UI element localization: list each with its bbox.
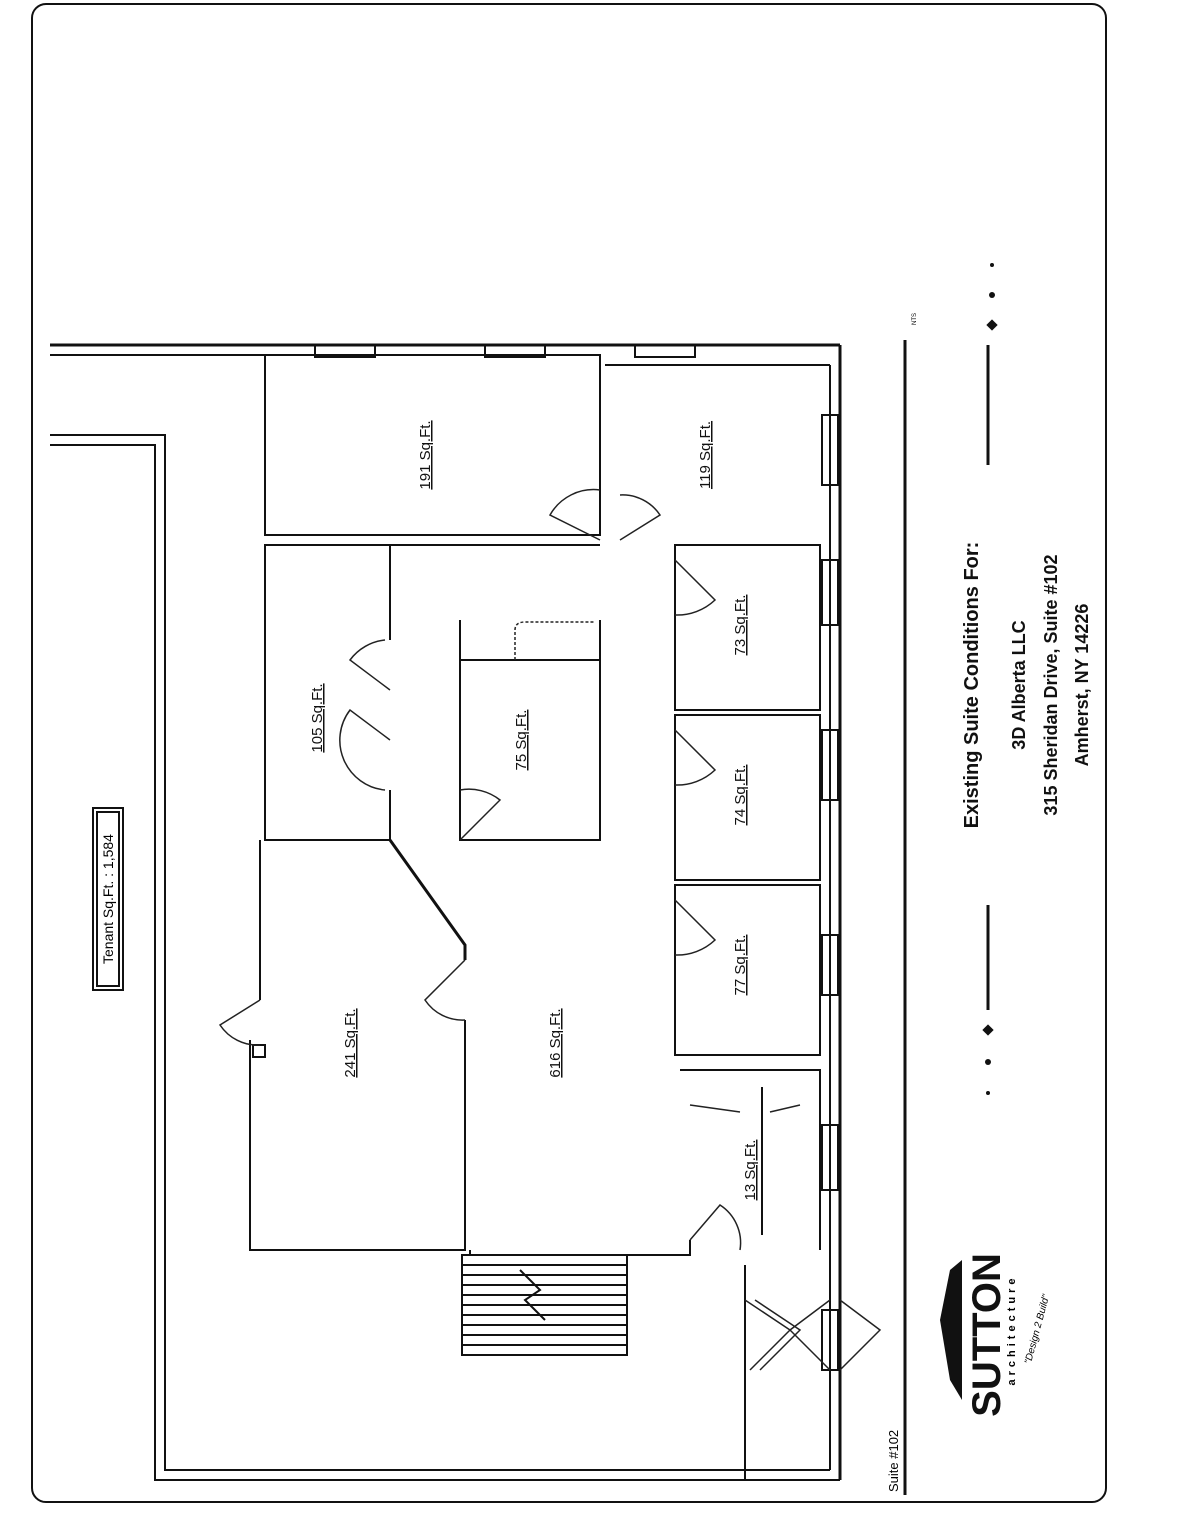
address-line: 315 Sheridan Drive, Suite #102: [1041, 554, 1061, 815]
room-label: 75 Sq.Ft.: [513, 710, 530, 771]
client-name: 3D Alberta LLC: [1009, 620, 1029, 749]
room-label: 74 Sq.Ft.: [732, 765, 749, 826]
logo-tagline: "Design 2 Build": [1023, 1293, 1052, 1365]
sheet-border: [31, 3, 1107, 1503]
room-label: 105 Sq.Ft.: [309, 683, 326, 752]
doors: [218, 488, 882, 1371]
scale-note: NTS: [912, 313, 918, 325]
logo-name: SUTTON: [965, 1253, 1009, 1417]
room-label: 241 Sq.Ft.: [342, 1008, 359, 1077]
sutton-logo: SUTTON architecture "Design 2 Build": [940, 1253, 1052, 1417]
logo-subtitle: architecture: [1006, 1275, 1018, 1386]
room-label: 191 Sq.Ft.: [417, 420, 434, 489]
title-heading: Existing Suite Conditions For:: [961, 542, 983, 829]
building-walls: [50, 343, 882, 1481]
room-label: 119 Sq.Ft.: [697, 421, 714, 489]
room-label: 73 Sq.Ft.: [732, 595, 749, 656]
room-label: 77 Sq.Ft.: [732, 935, 749, 996]
stairs: [461, 1254, 628, 1356]
room-label: 616 Sq.Ft.: [547, 1008, 564, 1077]
suite-label: Suite #102: [886, 1430, 901, 1492]
room-labels: 191 Sq.Ft. 119 Sq.Ft. 105 Sq.Ft. 75 Sq.F…: [309, 420, 759, 1200]
tenant-sqft-label: Tenant Sq.Ft. : 1,584: [100, 834, 116, 964]
city-line: Amherst, NY 14226: [1072, 604, 1092, 767]
room-label: 13 Sq.Ft.: [742, 1140, 759, 1201]
title-block: Existing Suite Conditions For: 3D Albert…: [961, 263, 1092, 1095]
